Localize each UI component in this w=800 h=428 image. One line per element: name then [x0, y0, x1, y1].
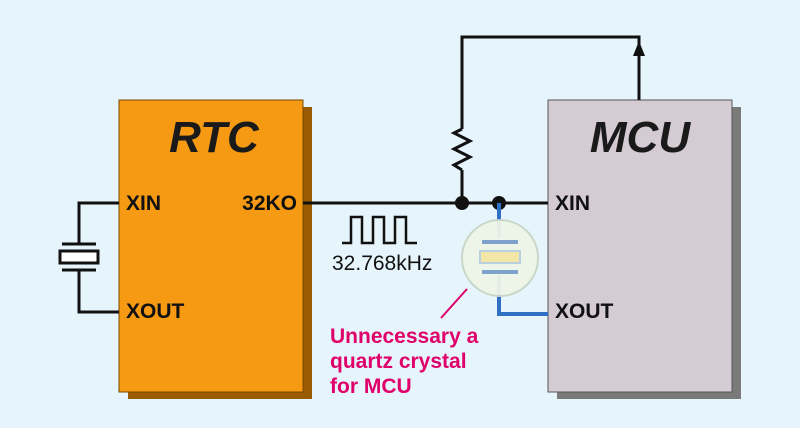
square-wave-icon [342, 215, 417, 245]
rtc-title: RTC [169, 113, 260, 162]
note-line-1: Unnecessary a [330, 325, 479, 348]
junction-dot [455, 196, 469, 210]
mcu-xout-label: XOUT [555, 300, 614, 323]
rtc-block [118, 99, 304, 393]
mcu-title: MCU [590, 113, 691, 162]
note-line-2: quartz crystal [330, 350, 467, 373]
note-line-3: for MCU [330, 375, 412, 398]
rtc-xout-label: XOUT [126, 300, 185, 323]
unused-crystal [440, 203, 548, 319]
arrow-head [633, 41, 645, 56]
mcu-block [547, 99, 733, 393]
rtc-xin-label: XIN [126, 192, 161, 215]
frequency-label: 32.768kHz [332, 252, 432, 275]
mcu-xin-label: XIN [555, 192, 590, 215]
rtc-crystal [58, 201, 119, 314]
rtc-32ko-label: 32KO [242, 192, 297, 215]
